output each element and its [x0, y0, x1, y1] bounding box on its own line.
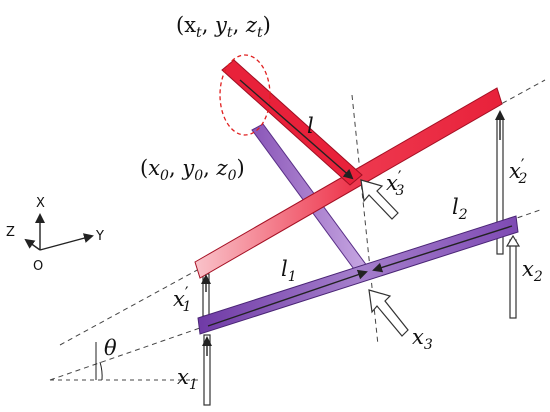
label-x2-prime: x′2	[509, 155, 527, 187]
theta-arc	[99, 361, 103, 381]
end-effector-circle	[219, 54, 271, 136]
l1-arrow	[207, 269, 368, 327]
x2-arrow	[505, 234, 521, 247]
label-x1-prime: x′1	[173, 283, 191, 315]
l-arrow	[239, 79, 354, 180]
label-x1: x1	[177, 365, 198, 393]
rod-right-lower	[509, 239, 517, 319]
top-point-label: (xt, yt, zt)	[176, 13, 271, 41]
label-x2: x2	[522, 257, 543, 285]
label-l1: l1	[281, 257, 297, 285]
axis-y-label: Y	[95, 229, 104, 244]
label-l2: l2	[452, 195, 468, 223]
x3-arrow	[368, 289, 409, 337]
l2-arrow	[372, 225, 513, 273]
x3p-arrow	[360, 179, 399, 220]
axis-x-label: X	[36, 196, 45, 211]
coordinate-frame: X Y Z O	[6, 196, 104, 274]
label-x3: x3	[412, 325, 433, 353]
input-arrows	[360, 179, 521, 337]
label-x3-prime: x′3	[386, 167, 404, 199]
origin-point-label: (x0, y0, z0)	[140, 156, 245, 184]
svg-text:(x0, y0, z0): (x0, y0, z0)	[140, 156, 245, 184]
label-theta: θ	[104, 336, 117, 360]
beam-arrows	[201, 79, 513, 356]
svg-text:(xt, yt, zt): (xt, yt, zt)	[176, 13, 271, 41]
label-l: l	[307, 114, 314, 138]
axis-origin-label: O	[33, 259, 43, 274]
axis-z-label: Z	[6, 225, 15, 240]
rod-left-lower	[203, 334, 211, 406]
